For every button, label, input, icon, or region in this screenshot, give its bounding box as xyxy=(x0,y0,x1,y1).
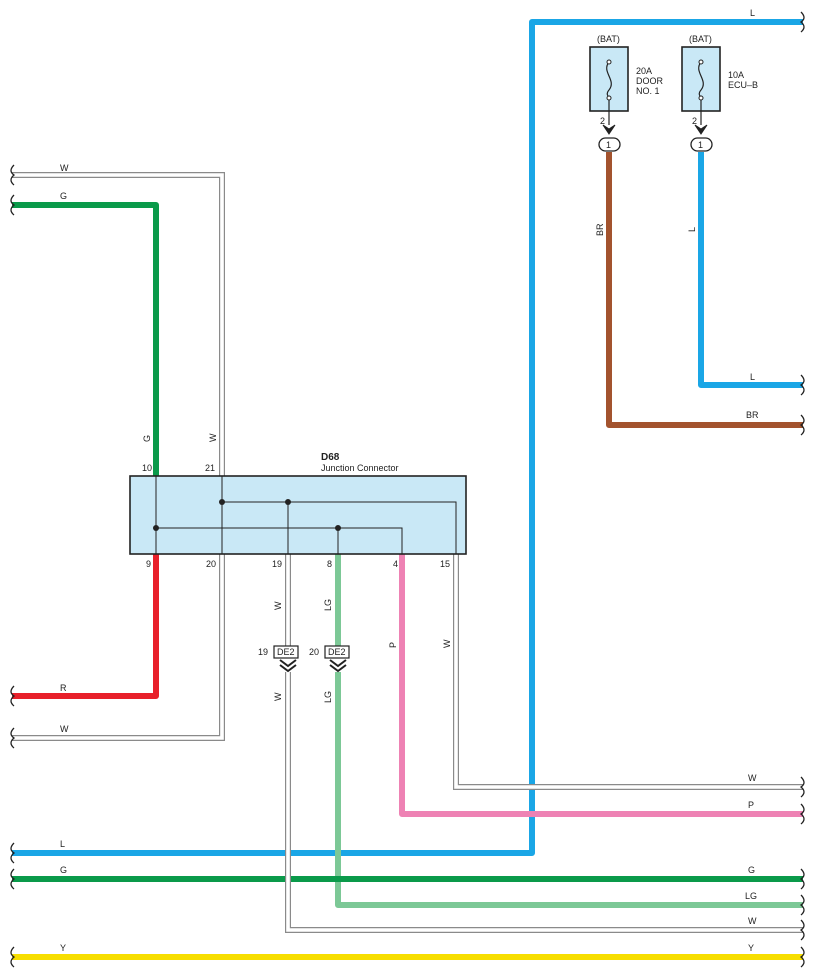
internal-junction-dots xyxy=(153,499,341,531)
wire-w-pin15 xyxy=(453,554,803,790)
label-bottom-y-left: Y xyxy=(60,943,66,953)
de2-19-pin: 19 xyxy=(258,647,268,657)
label-pin8-lower: LG xyxy=(323,691,333,703)
inline-connector-de2-19: 19 DE2 xyxy=(258,645,299,673)
label-bottom-lg: LG xyxy=(745,891,757,901)
de2-19-id: DE2 xyxy=(277,647,295,657)
pin-21-label: 21 xyxy=(205,463,215,473)
label-right-p: P xyxy=(748,800,754,810)
label-pin21: W xyxy=(208,433,218,442)
fuse1-name1: DOOR xyxy=(636,76,664,86)
wire-w-left-loop xyxy=(12,172,225,741)
fuse2-junction: 1 xyxy=(698,140,703,150)
wire-p-pin4 xyxy=(399,554,803,817)
pin-4-label: 4 xyxy=(393,559,398,569)
fuse2-amp: 10A xyxy=(728,70,744,80)
wire-br-fuse1 xyxy=(606,152,803,428)
arrow-down-icon xyxy=(602,124,616,135)
label-fuse2-wire: L xyxy=(687,227,697,232)
label-left-w-bottom: W xyxy=(60,724,69,734)
chevron-down-icon xyxy=(329,659,347,673)
wire-r-pin9 xyxy=(12,554,159,699)
connector-body xyxy=(129,475,467,555)
connector-id: D68 xyxy=(321,452,340,463)
label-right-w1: W xyxy=(748,773,757,783)
label-right-br: BR xyxy=(746,410,759,420)
pin-15-label: 15 xyxy=(440,559,450,569)
fuse1-name2: NO. 1 xyxy=(636,86,660,96)
inline-connector-de2-20: 20 DE2 xyxy=(309,645,350,673)
label-pin15: W xyxy=(442,639,452,648)
label-left-r: R xyxy=(60,683,67,693)
label-right-top-l: L xyxy=(750,8,755,18)
fuse-door-no1: (BAT) 20A DOOR NO. 1 2 1 xyxy=(589,34,664,152)
label-right-l: L xyxy=(750,372,755,382)
junction-connector-d68: D68 Junction Connector 10 21 9 20 19 8 4… xyxy=(129,452,467,569)
pin-20-label: 20 xyxy=(206,559,216,569)
arrow-down-icon xyxy=(694,124,708,135)
pin-9-label: 9 xyxy=(146,559,151,569)
fuse1-pin: 2 xyxy=(600,116,605,126)
chevron-down-icon xyxy=(279,659,297,673)
pin-10-label: 10 xyxy=(142,463,152,473)
wire-labels: W G R W G W W W LG LG P W BR L L L BR W … xyxy=(60,8,759,953)
connector-name: Junction Connector xyxy=(321,463,399,473)
fuse-ecu-b: (BAT) 10A ECU–B 2 1 xyxy=(681,34,758,152)
de2-20-pin: 20 xyxy=(309,647,319,657)
label-pin19-lower: W xyxy=(273,692,283,701)
pin-19-label: 19 xyxy=(272,559,282,569)
label-pin10: G xyxy=(142,435,152,442)
label-bottom-l: L xyxy=(60,839,65,849)
label-bottom-w: W xyxy=(748,916,757,926)
fuse1-junction: 1 xyxy=(606,140,611,150)
label-bottom-g-left: G xyxy=(60,865,67,875)
fuse1-amp: 20A xyxy=(636,66,652,76)
fuse1-source: (BAT) xyxy=(597,34,620,44)
wire-l-fuse2 xyxy=(698,152,803,388)
internal-traces xyxy=(155,476,457,554)
label-left-g: G xyxy=(60,191,67,201)
label-pin4: P xyxy=(388,642,398,648)
fuse2-name1: ECU–B xyxy=(728,80,758,90)
label-pin8-upper: LG xyxy=(323,599,333,611)
de2-20-id: DE2 xyxy=(328,647,346,657)
wire-w-pin19 xyxy=(285,554,803,933)
label-bottom-y-right: Y xyxy=(748,943,754,953)
wire-l-main xyxy=(12,19,803,856)
pin-8-label: 8 xyxy=(327,559,332,569)
label-pin19-upper: W xyxy=(273,601,283,610)
fuse2-source: (BAT) xyxy=(689,34,712,44)
label-left-w-top: W xyxy=(60,163,69,173)
break-marks xyxy=(10,11,805,968)
fuse2-pin: 2 xyxy=(692,116,697,126)
label-fuse1-wire: BR xyxy=(595,223,605,236)
wire-g-pin10 xyxy=(12,202,159,476)
wire-lg-pin8-lower xyxy=(335,672,803,908)
label-bottom-g-right: G xyxy=(748,865,755,875)
